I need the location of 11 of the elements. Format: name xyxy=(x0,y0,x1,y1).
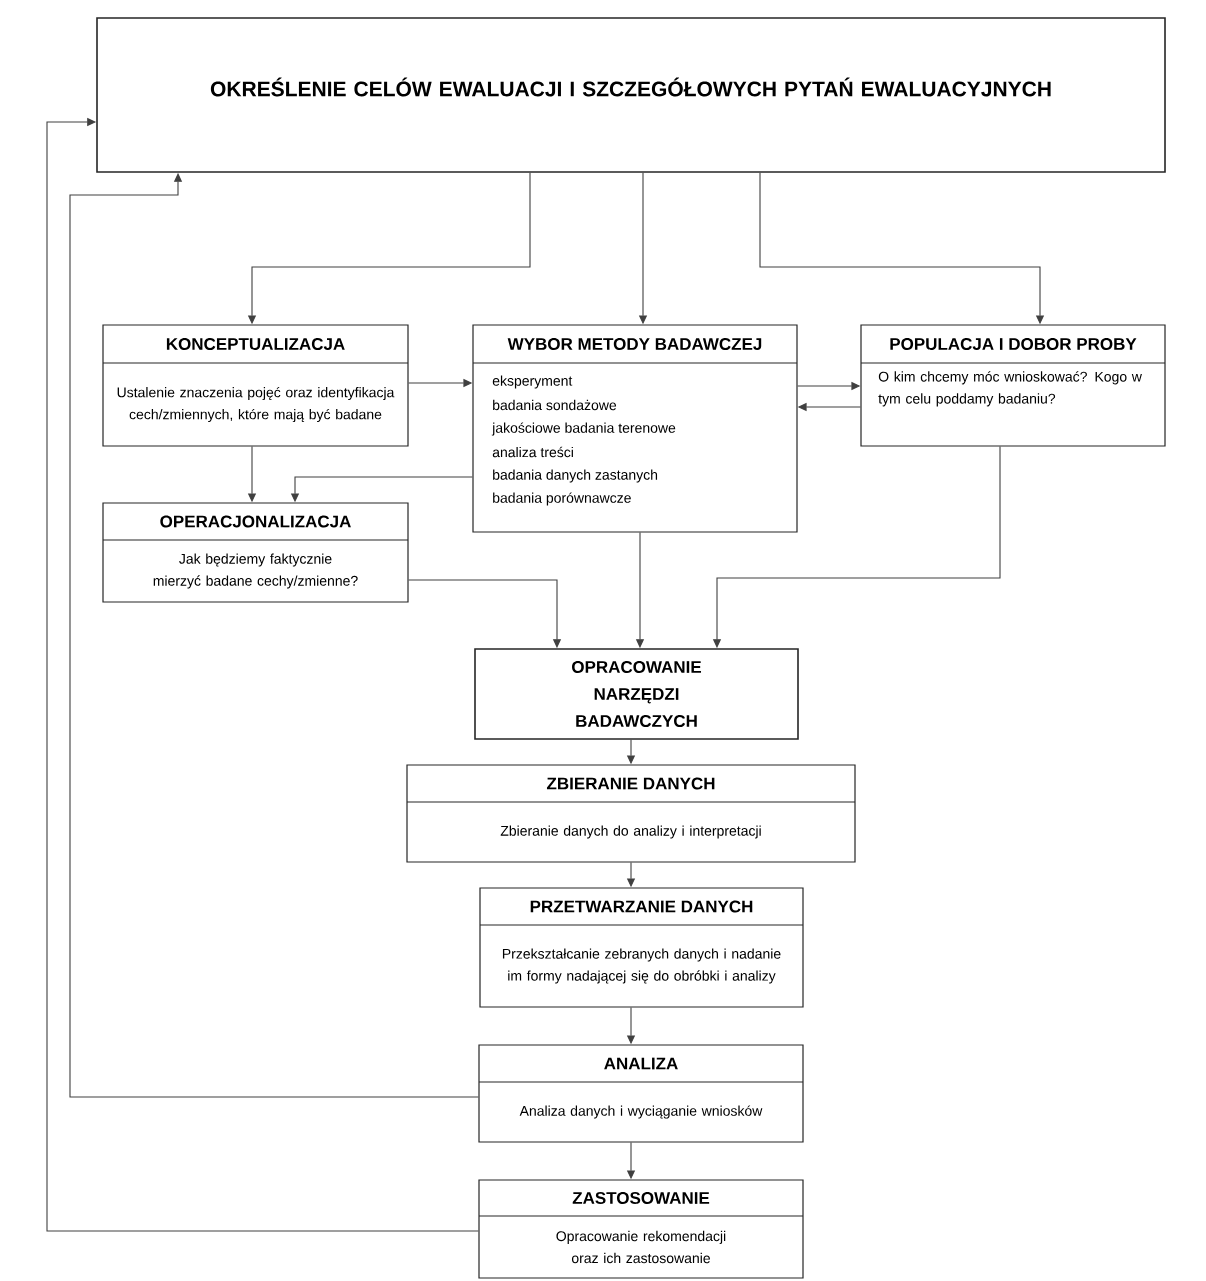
title-box: OKREŚLENIE CELÓW EWALUACJI I SZCZEGÓŁOWYCH PYTAŃ EWALUACYJNYCH xyxy=(96,17,1166,173)
process-box: ZBIERANIE DANYCH Zbieranie danych do analizy i interpretacji xyxy=(406,764,856,863)
process-box: WYBOR METODY BADAWCZEJ eksperyment badania sondażowe jakościowe badania terenowe analiza treści badania danych zastanych badania porównawcze xyxy=(472,324,798,533)
process-box: ZASTOSOWANIE Opracowanie rekomendacji oraz ich zastosowanie xyxy=(478,1179,804,1279)
process-box: POPULACJA I DOBOR PROBY O kim chcemy móc wnioskować? Kogo w tym celu poddamy badaniu? xyxy=(860,324,1166,447)
process-box: KONCEPTUALIZACJA Ustalenie znaczenia pojęć oraz identyfikacja cech/zmiennych, które mają być badane xyxy=(102,324,409,447)
process-box: OPERACJONALIZACJA Jak będziemy faktycznie mierzyć badane cechy/zmienne? xyxy=(102,502,409,603)
arrow xyxy=(46,117,479,1232)
process-box: OPRACOWANIE NARZĘDZI BADAWCZYCH xyxy=(474,648,799,740)
process-box: ANALIZA Analiza danych i wyciąganie wniosków xyxy=(478,1044,804,1143)
process-box: PRZETWARZANIE DANYCH Przekształcanie zebranych danych i nadanie im formy nadającej się do obróbki i analizy xyxy=(479,887,804,1008)
